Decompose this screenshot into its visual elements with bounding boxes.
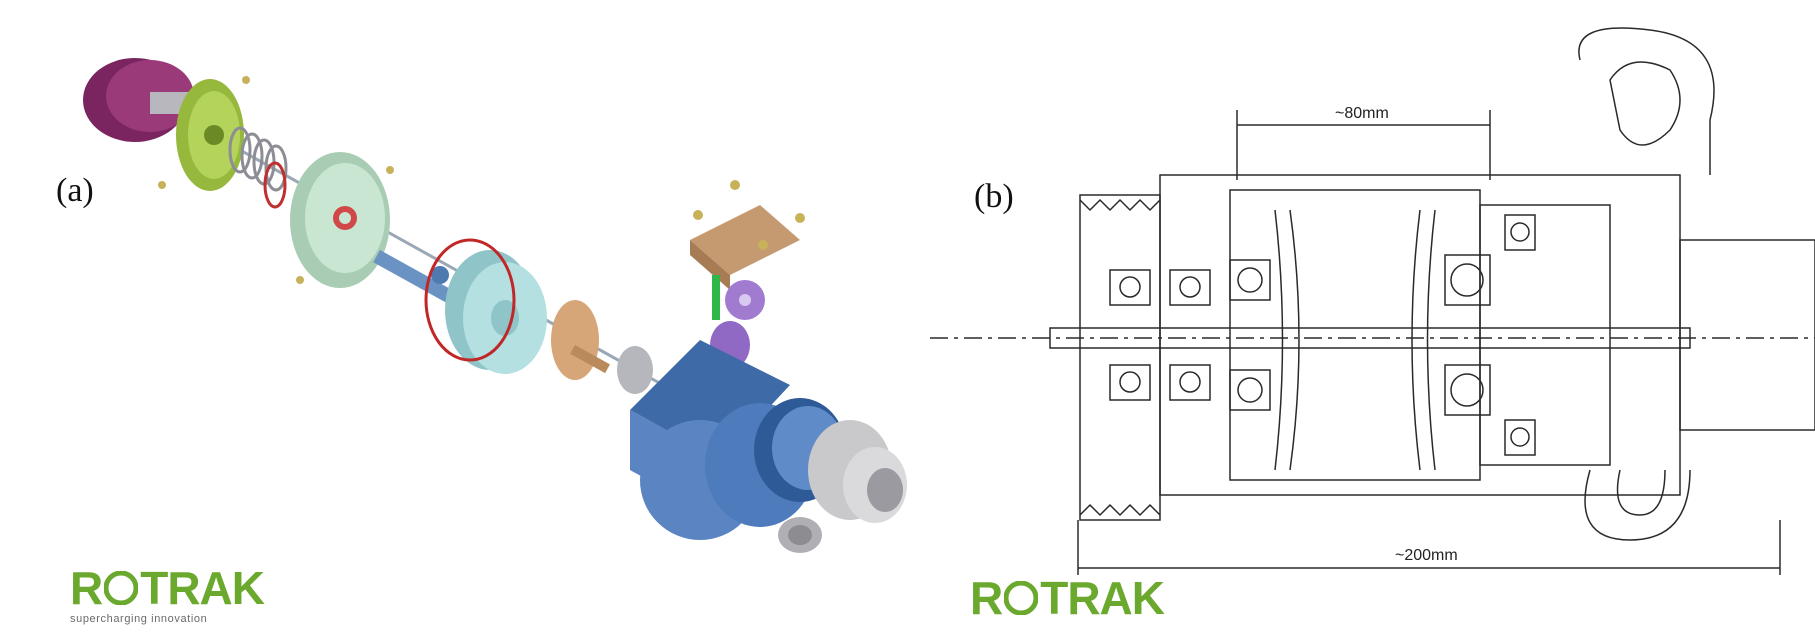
dimension-200mm: [1077, 520, 1781, 575]
logo-letter-r: R: [70, 562, 103, 614]
main-casing: [1159, 174, 1681, 496]
bearing: [617, 346, 653, 394]
red-o-ring: [263, 161, 287, 209]
rotor-mark-icon: [104, 571, 139, 605]
purple-end-cap: [83, 58, 194, 142]
rotrak-logo-b: R TRAK: [970, 572, 1165, 624]
tan-disc: [551, 300, 610, 380]
panel-b-label: (b): [974, 178, 1014, 215]
green-linkage: [712, 275, 720, 320]
gearbox-section: [1479, 204, 1611, 466]
blue-motor-housing: [630, 340, 846, 540]
central-shaft: [1049, 327, 1691, 349]
mint-housing-ring: [290, 152, 394, 288]
logo-letter-r: R: [970, 572, 1003, 624]
panel-a-label: (a): [56, 172, 94, 209]
roller-right: [1426, 209, 1436, 471]
panel-a-exploded-view: (a) R TRAK supercharging innovation: [56, 58, 907, 625]
rotor-mark-icon: [1004, 581, 1039, 615]
dimension-label-top: ~80mm: [1335, 105, 1389, 122]
rotrak-wordmark: R TRAK: [70, 562, 265, 614]
green-flange: [158, 76, 250, 191]
compressor-scroll: [1578, 27, 1815, 541]
exploded-assembly-illustration: [83, 58, 907, 553]
traction-drive: [1229, 189, 1481, 481]
rotrak-logo-a: R TRAK supercharging innovation: [70, 562, 265, 625]
dimension-80mm: [1236, 110, 1491, 180]
roller-left: [1274, 209, 1284, 471]
cyan-cover: [424, 238, 547, 374]
dimension-label-bottom: ~200mm: [1395, 547, 1458, 564]
logo-word-trak: TRAK: [140, 562, 265, 614]
tan-mount-bracket: [690, 180, 805, 290]
panel-b-cross-section: ~80mm ~200mm (b) R TRAK: [930, 0, 1815, 637]
pulley: [1079, 194, 1161, 521]
logo-tagline: supercharging innovation: [70, 613, 208, 625]
bearings: [1109, 214, 1536, 456]
compressor-housing: [778, 420, 907, 553]
cross-section-drawing: ~80mm ~200mm: [930, 27, 1815, 575]
rotrak-wordmark: R TRAK: [970, 572, 1165, 624]
logo-word-trak: TRAK: [1040, 572, 1165, 624]
